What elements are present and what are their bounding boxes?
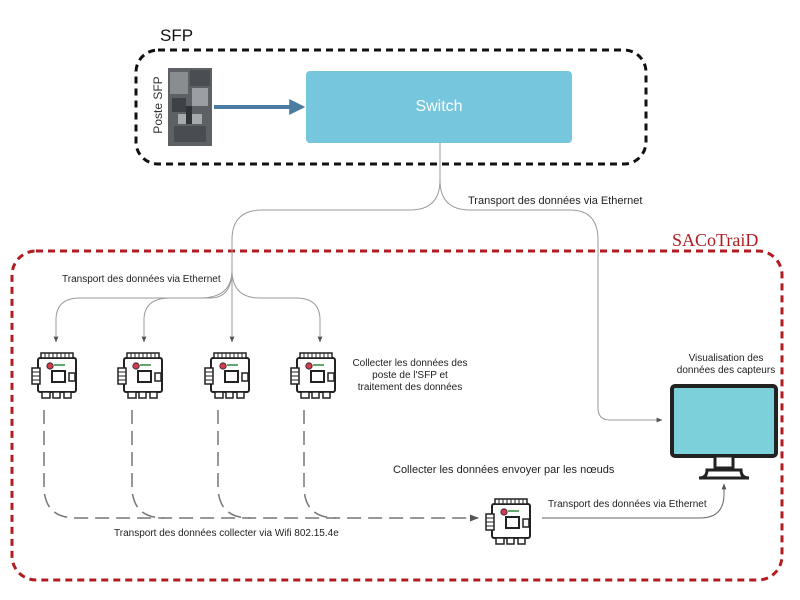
sink-to-monitor-line	[542, 483, 727, 519]
sacotraid-container	[10, 249, 784, 582]
raspberry-pi-node-2-icon	[117, 352, 163, 399]
wifi-link-node-2	[131, 410, 165, 519]
wifi-link-node-1	[43, 410, 479, 522]
wifi-transport-label: Transport des données collecter via Wifi…	[114, 528, 339, 539]
raspberry-pi-node-4-icon	[290, 352, 336, 399]
wifi-link-node-3	[217, 410, 251, 519]
monitor-icon	[670, 384, 778, 480]
sfp-container	[134, 48, 648, 166]
sfp-workstation-photo	[168, 68, 212, 146]
visualisation-label: Visualisation des données des capteurs	[676, 353, 776, 376]
sfp-station-label: Poste SFP	[151, 76, 165, 134]
sacotraid-title: SACoTraiD	[672, 230, 759, 250]
raspberry-pi-node-3-icon	[204, 352, 250, 399]
ethernet-transport-label-left: Transport des données via Ethernet	[62, 274, 221, 285]
wifi-links	[43, 410, 479, 522]
raspberry-pi-sink-icon	[485, 498, 531, 545]
switch-label: Switch	[415, 98, 463, 115]
collect-sink-label: Collecter les données envoyer par les nœ…	[393, 464, 615, 476]
collect-nodes-label: Collecter les données des poste de l'SFP…	[352, 358, 468, 393]
ethernet-transport-label-bottom: Transport des données via Ethernet	[548, 499, 707, 510]
ethernet-lines	[53, 143, 727, 519]
ethernet-transport-label-top: Transport des données via Ethernet	[468, 195, 643, 207]
switch-box: Switch	[306, 71, 572, 143]
branch-node-4	[231, 269, 323, 343]
raspberry-pi-node-1-icon	[31, 352, 77, 399]
wifi-link-node-4	[303, 410, 337, 519]
branch-node-2	[141, 269, 233, 343]
switch-to-monitor-line	[439, 179, 663, 423]
sfp-title: SFP	[160, 26, 194, 45]
branch-node-1	[53, 269, 233, 343]
switch-to-distribution-line	[231, 143, 441, 270]
